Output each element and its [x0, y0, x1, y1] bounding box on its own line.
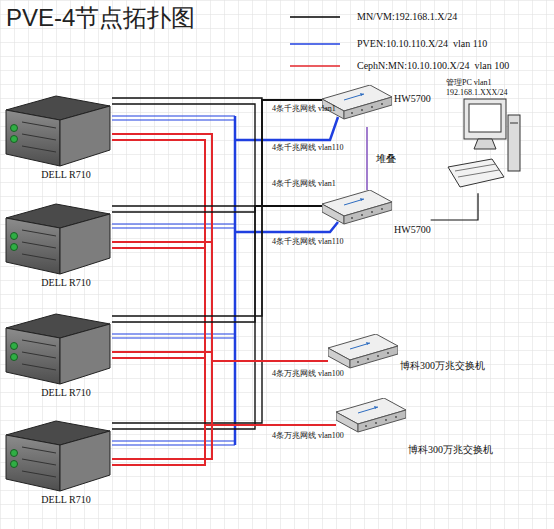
switch-node: 博科300万兆交换机	[336, 398, 493, 456]
cable-connector	[112, 248, 336, 425]
cable-label-text: 4条千兆网线 vlan1	[272, 105, 336, 113]
server-label: DELL R710	[4, 386, 112, 399]
cable-label-text: 4条万兆网线 vlan100	[272, 370, 344, 378]
server-drawing	[6, 204, 110, 274]
blue-strand	[112, 116, 235, 120]
switch-drawing	[322, 85, 392, 119]
switch-label: HW5700	[394, 85, 431, 105]
blue-uplink	[235, 117, 338, 140]
server-node: DELL R710	[4, 198, 112, 289]
cable-bundle-label: 4条千兆网线 vlan110	[272, 144, 343, 152]
switch-node: 博科300万兆交换机	[328, 334, 485, 376]
server-node: DELL R710	[4, 90, 112, 181]
server-icon	[4, 308, 112, 386]
stack-link	[366, 127, 368, 190]
legend-line-blue	[290, 43, 340, 45]
cable-connector	[112, 425, 336, 465]
server-label: DELL R710	[4, 276, 112, 289]
switch-drawing	[322, 190, 392, 224]
server-drawing	[6, 96, 110, 166]
cable-connector	[112, 140, 336, 425]
edge-label: 堆叠	[375, 153, 397, 164]
server-icon	[4, 90, 112, 168]
cable-bundle-label: 4条千兆网线 vlan1	[272, 180, 336, 188]
blue-strand	[112, 441, 235, 445]
legend-entry: CephN:MN:10.10.100.X/24 vlan 100	[357, 60, 509, 72]
switch-drawing	[328, 334, 398, 368]
legend-line-black	[290, 16, 340, 18]
legend-entry: MN/VM:192.168.1.X/24	[357, 11, 457, 23]
pc-node: 管理PC vlan1192.168.1.XXX/24	[446, 78, 522, 193]
cable-connector	[112, 206, 322, 322]
diagram-title: PVE-4节点拓扑图	[6, 4, 195, 33]
legend-entry: PVEN:10.10.110.X/24 vlan 110	[357, 38, 487, 50]
cable-label-text: 4条千兆网线 vlan110	[272, 144, 343, 152]
pc-label: 管理PC vlan1	[446, 78, 522, 88]
cable-connector	[112, 358, 336, 425]
switch-label: 博科300万兆交换机	[400, 334, 485, 372]
legend-text: CephN:MN:10.10.100.X/24 vlan 100	[357, 60, 509, 72]
cable-connector	[112, 352, 328, 361]
cable-label-text: 4条千兆网线 vlan110	[272, 238, 343, 246]
server-label: DELL R710	[4, 168, 112, 181]
legend-line-red	[290, 65, 340, 67]
blue-strand	[112, 224, 235, 228]
switch-label: 博科300万兆交换机	[408, 398, 493, 456]
switch-drawing	[336, 398, 406, 432]
blue-bus	[234, 116, 237, 445]
title-block: PVE-4节点拓扑图	[6, 4, 195, 33]
blue-uplink	[235, 222, 338, 232]
server-label: DELL R710	[4, 493, 112, 506]
switch-icon	[336, 398, 406, 440]
switch-icon	[322, 190, 392, 232]
server-icon	[4, 415, 112, 493]
pc-icon	[446, 97, 522, 193]
edge-label-block: 堆叠	[375, 153, 397, 164]
cable-connector	[112, 206, 322, 212]
blue-strand	[112, 334, 235, 338]
cable-bundle-label: 4条万兆网线 vlan100	[272, 370, 344, 378]
cable-connector	[112, 100, 322, 206]
blue-cabling	[112, 116, 338, 445]
cable-bundle-label: 4条千兆网线 vlan1	[272, 105, 336, 113]
server-node: DELL R710	[4, 415, 112, 506]
cable-bundle-label: 4条千兆网线 vlan110	[272, 238, 343, 246]
cable-connector	[112, 104, 322, 206]
cable-label-text: 4条千兆网线 vlan1	[272, 180, 336, 188]
switch-label: HW5700	[394, 190, 431, 236]
pc-label: 192.168.1.XXX/24	[446, 88, 522, 98]
cable-bundle-label: 4条万兆网线 vlan100	[272, 432, 344, 440]
management-link	[431, 193, 478, 220]
pc-drawing	[448, 99, 520, 187]
server-node: DELL R710	[4, 308, 112, 399]
legend-text: PVEN:10.10.110.X/24 vlan 110	[357, 38, 487, 50]
server-drawing	[6, 421, 110, 491]
legend-text: MN/VM:192.168.1.X/24	[357, 11, 457, 23]
cable-label-text: 4条万兆网线 vlan100	[272, 432, 344, 440]
server-icon	[4, 198, 112, 276]
server-drawing	[6, 314, 110, 384]
cable-connector	[112, 242, 328, 361]
switch-node: HW5700	[322, 190, 431, 236]
cable-connector	[112, 100, 322, 316]
switch-node: HW5700	[322, 85, 431, 127]
